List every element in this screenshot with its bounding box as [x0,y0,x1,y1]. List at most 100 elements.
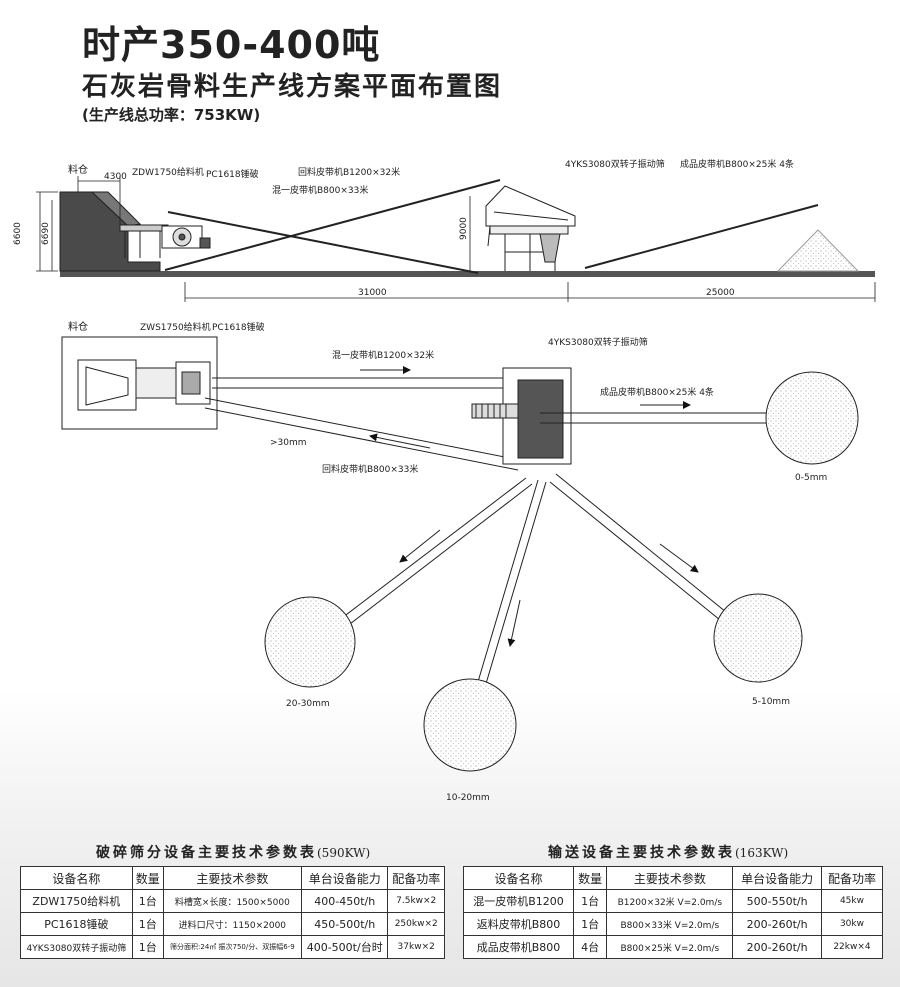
table-header: 主要技术参数 [606,866,734,890]
table1-title-text: 破碎筛分设备主要技术参数表 [96,845,317,861]
page-subtitle: 石灰岩骨料生产线方案平面布置图 [82,72,503,102]
elev-return-belt-label: 回料皮带机B1200×32米 [298,166,400,178]
table-cell: 成品皮带机B800 [463,935,574,959]
layout-diagram: 料仓 4300 ZDW1750给料机 PC1618锤破 回料皮带机B1200×3… [13,158,876,803]
table-cell: 1台 [572,912,608,936]
table-header-row: 设备名称 数量 主要技术参数 单台设备能力 配备功率 [463,866,884,890]
table-cell: ZDW1750给料机 [20,889,133,913]
table-cell: 45kw [820,889,884,913]
table-row: PC1618锤破 1台 进料口尺寸：1150×2000 450-500t/h 2… [20,912,445,936]
table-cell: 400-500t/台时 [301,935,389,959]
table-header: 设备名称 [20,866,133,890]
pile-label-0-5: 0-5mm [795,473,827,483]
table-cell: 1台 [131,935,164,959]
plan-product-belt-20-30 [312,477,527,641]
table-cell: 1台 [131,912,164,936]
elev-product-belt-label: 成品皮带机B800×25米 4条 [680,158,794,170]
table-cell: 250kw×2 [387,912,445,936]
table-cell: 200-260t/h [732,935,822,959]
pile-10-20 [423,678,517,772]
elev-feeder-label: ZDW1750给料机 [132,166,204,178]
dim-4300: 4300 [104,172,127,182]
conveyor-spec-table: 设备名称 数量 主要技术参数 单台设备能力 配备功率 混一皮带机B1200 1台… [463,866,884,959]
table-cell: 500-550t/h [732,889,822,913]
table-cell: 4YKS3080双转子振动筛 [20,935,133,959]
table-header: 主要技术参数 [162,866,303,890]
dim-9000: 9000 [459,217,469,240]
dim-25000: 25000 [706,288,735,298]
elev-hopper-label: 料仓 [68,163,88,176]
elevation-view [36,176,876,302]
elevation-feeder [119,224,169,232]
elevation-return-belt [167,211,479,274]
table-row: 混一皮带机B1200 1台 B1200×32米 V=2.0m/s 500-550… [463,889,884,913]
plan-product-belt-label: 成品皮带机B800×25米 4条 [600,386,714,398]
plan-view [61,336,859,772]
dim-6690: 6690 [41,222,51,245]
table1-title: 破碎筛分设备主要技术参数表(590KW) [96,842,370,862]
plan-feeder-label: ZWS1750给料机 [140,321,211,333]
table-cell: 筛分面积:24㎡ 振次750/分、双振幅6-9 [162,935,303,959]
plan-hopper-label: 料仓 [68,320,88,333]
table-cell: 混一皮带机B1200 [463,889,574,913]
table2-power: (163KW) [735,846,789,860]
table-header: 配备功率 [387,866,445,890]
table-cell: 22kw×4 [820,935,884,959]
elevation-product-belt [584,204,819,269]
table-cell: 1台 [572,889,608,913]
table-cell: 7.5kw×2 [387,889,445,913]
table-header: 设备名称 [463,866,574,890]
table1-power: (590KW) [317,846,371,860]
table-cell: B800×33米 V=2.0m/s [606,912,734,936]
elevation-mix-belt [164,179,501,271]
table-header: 数量 [131,866,164,890]
plan-screen [517,379,564,459]
plan-return-belt-label: 回料皮带机B800×33米 [322,463,418,475]
pile-label-10-20: 10-20mm [446,793,490,803]
plan-crusher-label: PC1618锤破 [212,321,265,333]
elev-screen-label: 4YKS3080双转子振动筛 [565,158,665,170]
crushing-screening-spec-table: 设备名称 数量 主要技术参数 单台设备能力 配备功率 ZDW1750给料机 1台… [20,866,445,959]
pile-20-30 [264,596,356,688]
table-cell: 37kw×2 [387,935,445,959]
table2-title-text: 输送设备主要技术参数表 [548,845,735,861]
table-cell: 400-450t/h [301,889,389,913]
plan-screen-label: 4YKS3080双转子振动筛 [548,336,648,348]
table-header: 单台设备能力 [732,866,822,890]
table-row: 返料皮带机B800 1台 B800×33米 V=2.0m/s 200-260t/… [463,912,884,936]
plan-oversize-label: >30mm [270,438,307,448]
table-header: 数量 [572,866,608,890]
table-cell: 4台 [572,935,608,959]
dim-6600: 6600 [13,222,23,245]
page-title: 时产350-400吨 [82,23,381,67]
table-cell: PC1618锤破 [20,912,133,936]
table-cell: 料槽宽×长度：1500×5000 [162,889,303,913]
table-row: 4YKS3080双转子振动筛 1台 筛分面积:24㎡ 振次750/分、双振幅6-… [20,935,445,959]
elev-crusher-label: PC1618锤破 [206,168,259,180]
table-cell: 1台 [131,889,164,913]
table-header: 单台设备能力 [301,866,389,890]
table2-title: 输送设备主要技术参数表(163KW) [548,842,788,862]
table-cell: B800×25米 V=2.0m/s [606,935,734,959]
elevation-product-pile [776,229,860,272]
table-cell: 返料皮带机B800 [463,912,574,936]
elev-mix-belt-label: 混一皮带机B800×33米 [272,184,368,196]
table-cell: 450-500t/h [301,912,389,936]
table-header: 配备功率 [820,866,884,890]
table-cell: 30kw [820,912,884,936]
elevation-screen [485,185,576,271]
table-header-row: 设备名称 数量 主要技术参数 单台设备能力 配备功率 [20,866,445,890]
ground-line [60,271,875,277]
plan-mix-belt-label: 混一皮带机B1200×32米 [332,349,434,361]
plan-return-arrow [369,433,431,449]
table-cell: 200-260t/h [732,912,822,936]
table-cell: B1200×32米 V=2.0m/s [606,889,734,913]
pile-5-10 [713,593,803,683]
dim-31000: 31000 [358,288,387,298]
plan-feeder [135,367,177,399]
table-row: 成品皮带机B800 4台 B800×25米 V=2.0m/s 200-260t/… [463,935,884,959]
pile-label-20-30: 20-30mm [286,699,330,709]
table-cell: 进料口尺寸：1150×2000 [162,912,303,936]
plan-return-belt [204,397,521,461]
pile-0-5 [765,371,859,465]
